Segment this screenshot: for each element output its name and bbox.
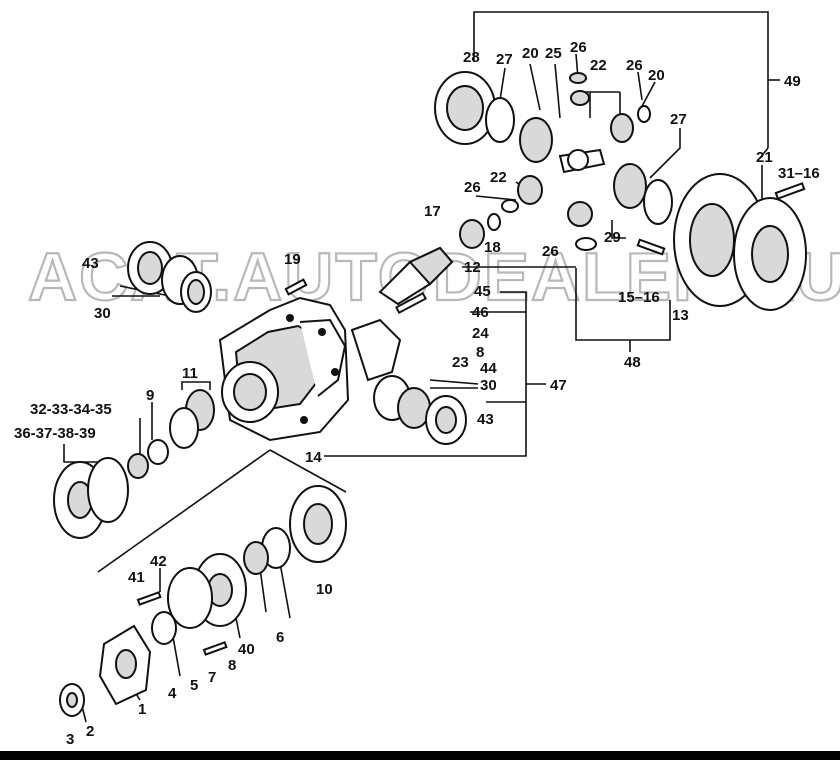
label-30: 30 [480, 377, 497, 394]
label-20: 20 [522, 45, 539, 62]
right-bearing-group [350, 318, 467, 445]
leader-lines [63, 11, 780, 723]
label-20: 20 [648, 67, 665, 84]
label-30: 30 [94, 305, 111, 322]
label-24: 24 [472, 325, 489, 342]
label-46: 46 [472, 304, 489, 321]
label-26: 26 [570, 39, 587, 56]
label-15-16: 15–16 [618, 289, 660, 306]
label-31-16: 31–16 [778, 165, 820, 182]
label-22: 22 [490, 169, 507, 186]
label-41: 41 [128, 569, 145, 586]
label-22: 22 [590, 57, 607, 74]
label-43: 43 [82, 255, 99, 272]
label-28: 28 [463, 49, 480, 66]
label-32-33-34-35: 32-33-34-35 [30, 401, 112, 418]
label-21: 21 [756, 149, 773, 166]
label-18: 18 [484, 239, 501, 256]
label-8: 8 [228, 657, 236, 674]
label-26: 26 [542, 243, 559, 260]
part-labels: 28 27 20 25 26 22 26 20 49 27 21 31–16 2… [14, 39, 820, 748]
label-8: 8 [476, 344, 484, 361]
ring-gear-and-case [636, 173, 807, 311]
label-44: 44 [480, 360, 497, 377]
label-29: 29 [604, 229, 621, 246]
label-23: 23 [452, 354, 469, 371]
label-43: 43 [477, 411, 494, 428]
label-17: 17 [424, 203, 441, 220]
lower-flange-group [59, 485, 347, 717]
label-19: 19 [284, 251, 301, 268]
label-2: 2 [86, 723, 94, 740]
label-26: 26 [464, 179, 481, 196]
label-9: 9 [146, 387, 154, 404]
label-13: 13 [672, 307, 689, 324]
label-27: 27 [670, 111, 687, 128]
label-3: 3 [66, 731, 74, 748]
label-47: 47 [550, 377, 567, 394]
label-14: 14 [305, 449, 322, 466]
bottom-border [0, 751, 840, 760]
label-45: 45 [474, 283, 491, 300]
label-10: 10 [316, 581, 333, 598]
label-11: 11 [182, 365, 198, 382]
label-7: 7 [208, 669, 216, 686]
left-shaft-stack [53, 389, 215, 539]
label-40: 40 [238, 641, 255, 658]
label-5: 5 [190, 677, 198, 694]
carrier-housing [218, 296, 350, 442]
label-6: 6 [276, 629, 284, 646]
label-36-37-38-39: 36-37-38-39 [14, 425, 96, 442]
label-42: 42 [150, 553, 167, 570]
label-4: 4 [168, 685, 177, 702]
label-26: 26 [626, 57, 643, 74]
label-27: 27 [496, 51, 513, 68]
label-12: 12 [464, 259, 481, 276]
label-1: 1 [138, 701, 146, 718]
label-25: 25 [545, 45, 562, 62]
drive-pinion [284, 246, 454, 315]
label-49: 49 [784, 73, 801, 90]
left-bearing-group [127, 241, 212, 313]
differential-gear-group [434, 71, 673, 251]
label-48: 48 [624, 354, 641, 371]
